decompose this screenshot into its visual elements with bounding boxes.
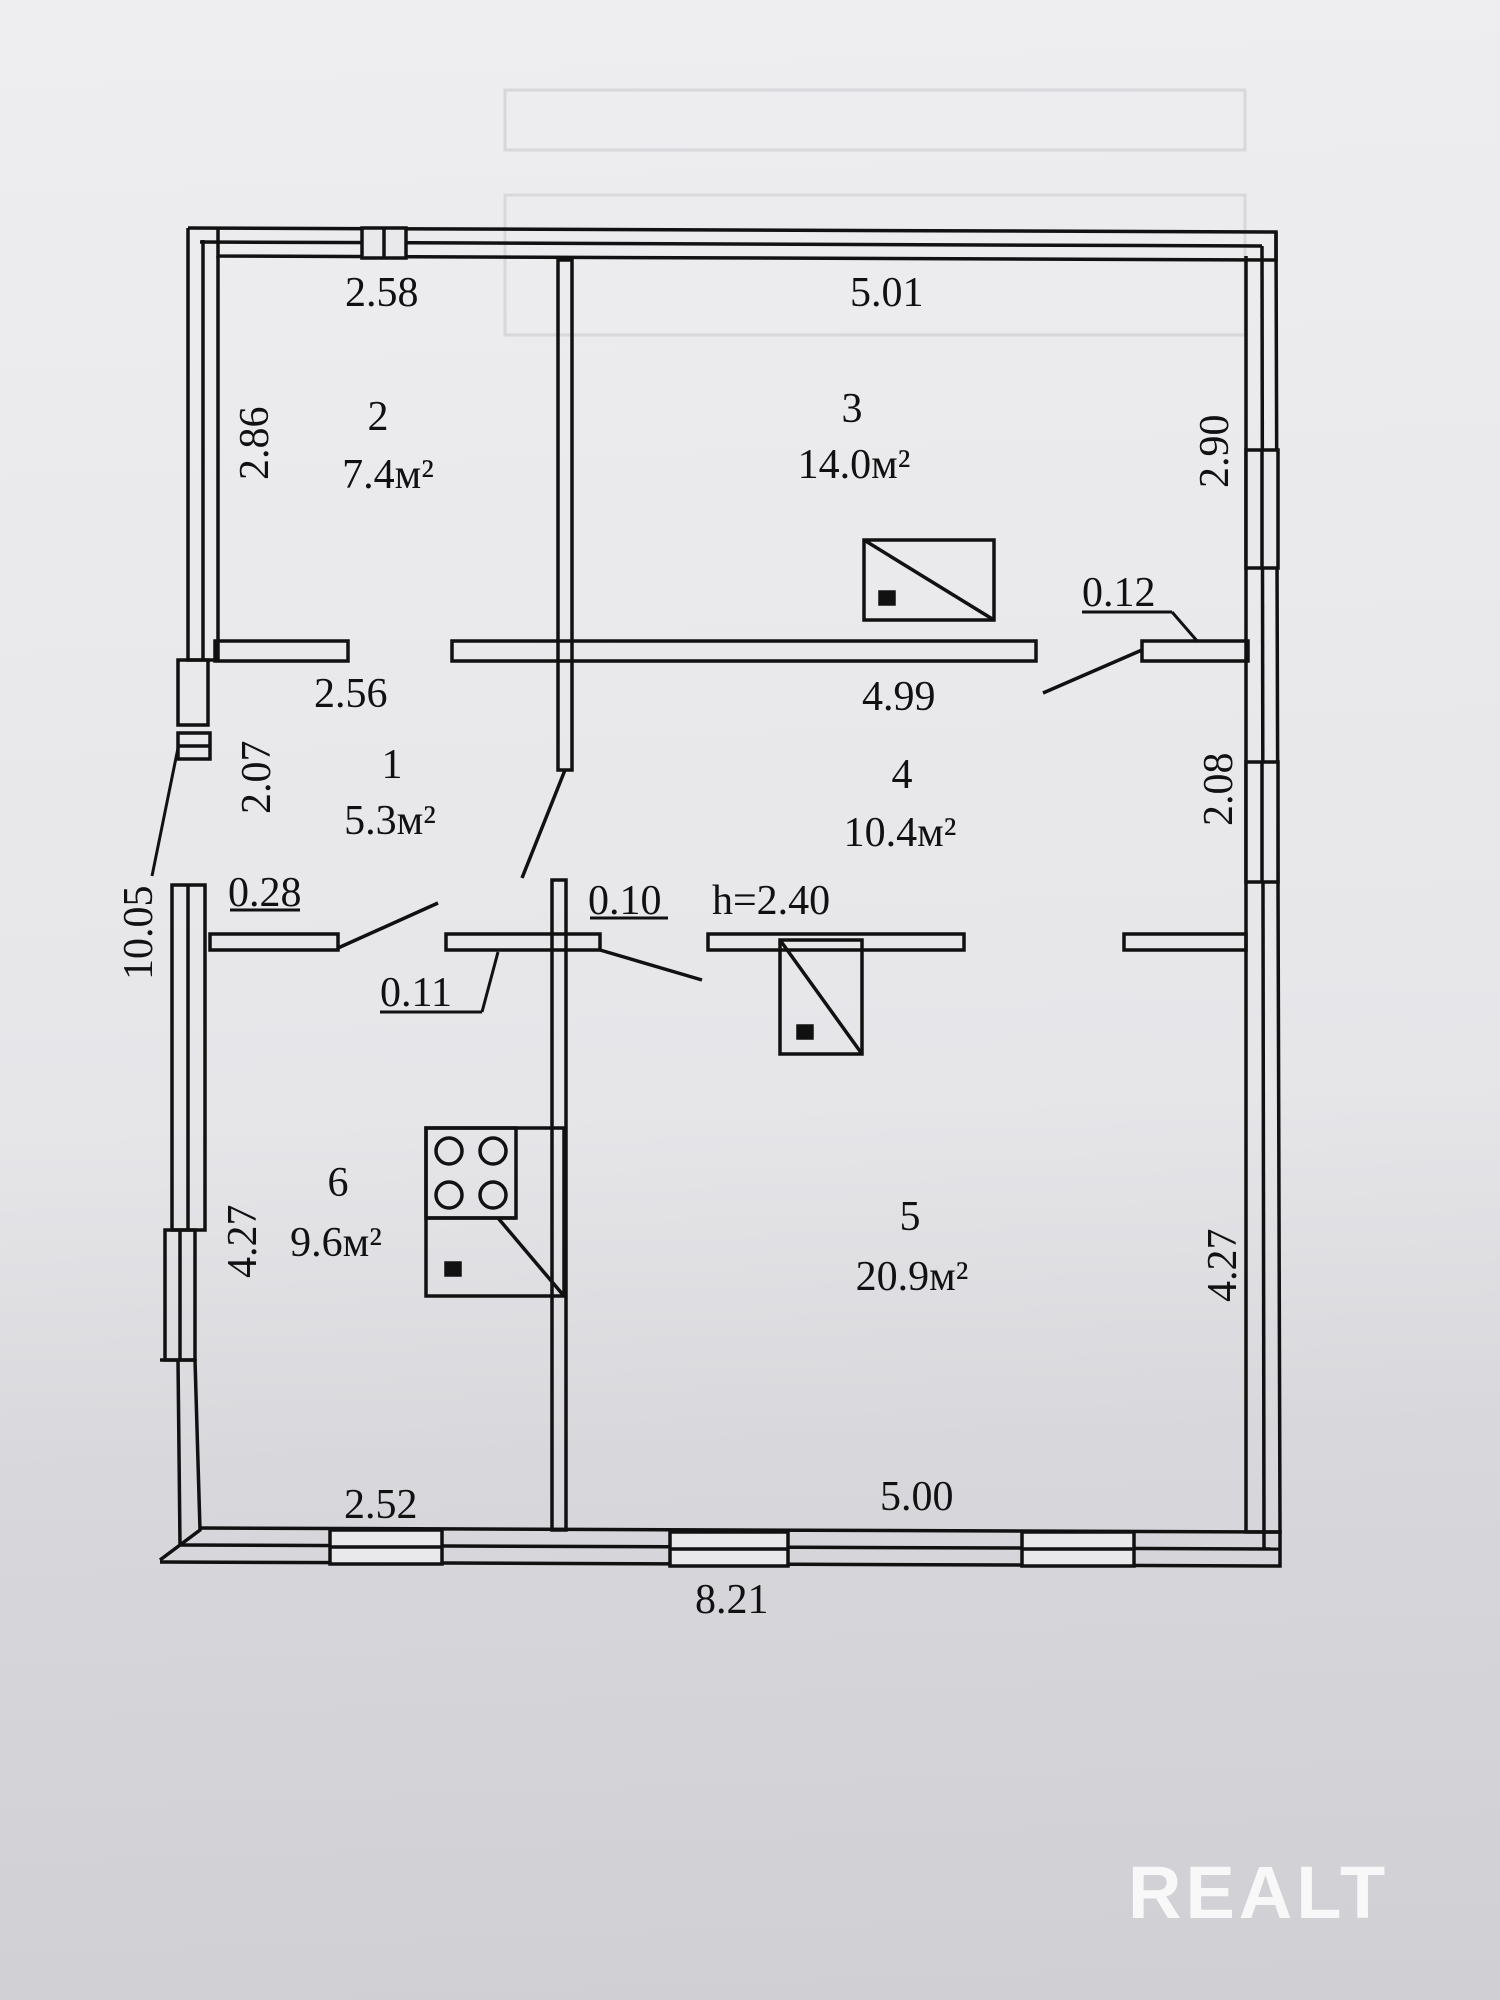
realt-watermark: REALT <box>1128 1851 1389 1934</box>
room-4-area: 10.4м² <box>844 810 957 856</box>
dim-wall-011: 0.11 <box>380 970 452 1016</box>
dim-room3-height: 2.90 <box>1192 415 1238 489</box>
room-4-number: 4 <box>892 752 913 798</box>
leader-lines <box>150 610 1200 1014</box>
dim-room6-width: 2.52 <box>344 1482 418 1528</box>
dim-room5-width: 5.00 <box>880 1474 954 1520</box>
dim-room5-height: 4.27 <box>1200 1229 1246 1303</box>
interior-walls <box>208 258 1250 1532</box>
dim-room6-height: 4.27 <box>220 1205 266 1279</box>
room-6-area: 9.6м² <box>290 1220 382 1266</box>
dim-room4-height: 2.08 <box>1196 753 1242 827</box>
dim-room1-width: 2.56 <box>314 671 388 717</box>
dim-room4-width: 4.99 <box>862 674 936 720</box>
stove-room3 <box>862 538 996 622</box>
exterior-walls <box>158 226 1282 1568</box>
chimney-room5 <box>778 938 864 1056</box>
room-6-number: 6 <box>328 1160 349 1206</box>
dim-wall-028: 0.28 <box>228 870 302 916</box>
room-5-number: 5 <box>900 1194 921 1240</box>
room-1-number: 1 <box>382 742 403 788</box>
dim-wall-010: 0.10 <box>588 878 662 924</box>
kitchen-stove <box>424 1126 566 1298</box>
ceiling-height-label: h=2.40 <box>712 878 830 924</box>
dim-overall-width: 8.21 <box>695 1577 769 1623</box>
dim-overall-height: 10.05 <box>116 886 162 981</box>
dim-wall-012: 0.12 <box>1082 570 1156 616</box>
dim-room1-height: 2.07 <box>234 741 280 815</box>
room-5-area: 20.9м² <box>856 1254 969 1300</box>
dim-room2-width: 2.58 <box>345 270 419 316</box>
dim-room2-height: 2.86 <box>232 407 278 481</box>
room-2-number: 2 <box>368 394 389 440</box>
room-2-area: 7.4м² <box>342 452 434 498</box>
dim-room3-width: 5.01 <box>850 270 924 316</box>
room-1-area: 5.3м² <box>344 798 436 844</box>
room-3-number: 3 <box>842 386 863 432</box>
room-3-area: 14.0м² <box>798 442 911 488</box>
